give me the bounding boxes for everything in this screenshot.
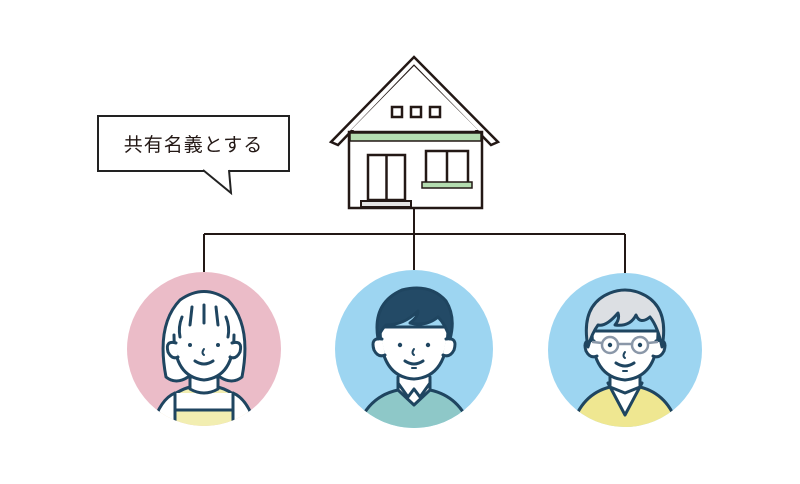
elderly-person-avatar	[548, 273, 702, 427]
attic-window-icon	[390, 105, 404, 119]
speech-bubble: 共有名義とする	[97, 115, 290, 172]
man-avatar	[335, 270, 493, 428]
attic-window-icon	[409, 105, 423, 119]
speech-bubble-tail	[202, 169, 233, 196]
attic-window-icon	[428, 105, 442, 119]
woman-avatar	[127, 272, 281, 426]
speech-bubble-text: 共有名義とする	[123, 134, 264, 156]
